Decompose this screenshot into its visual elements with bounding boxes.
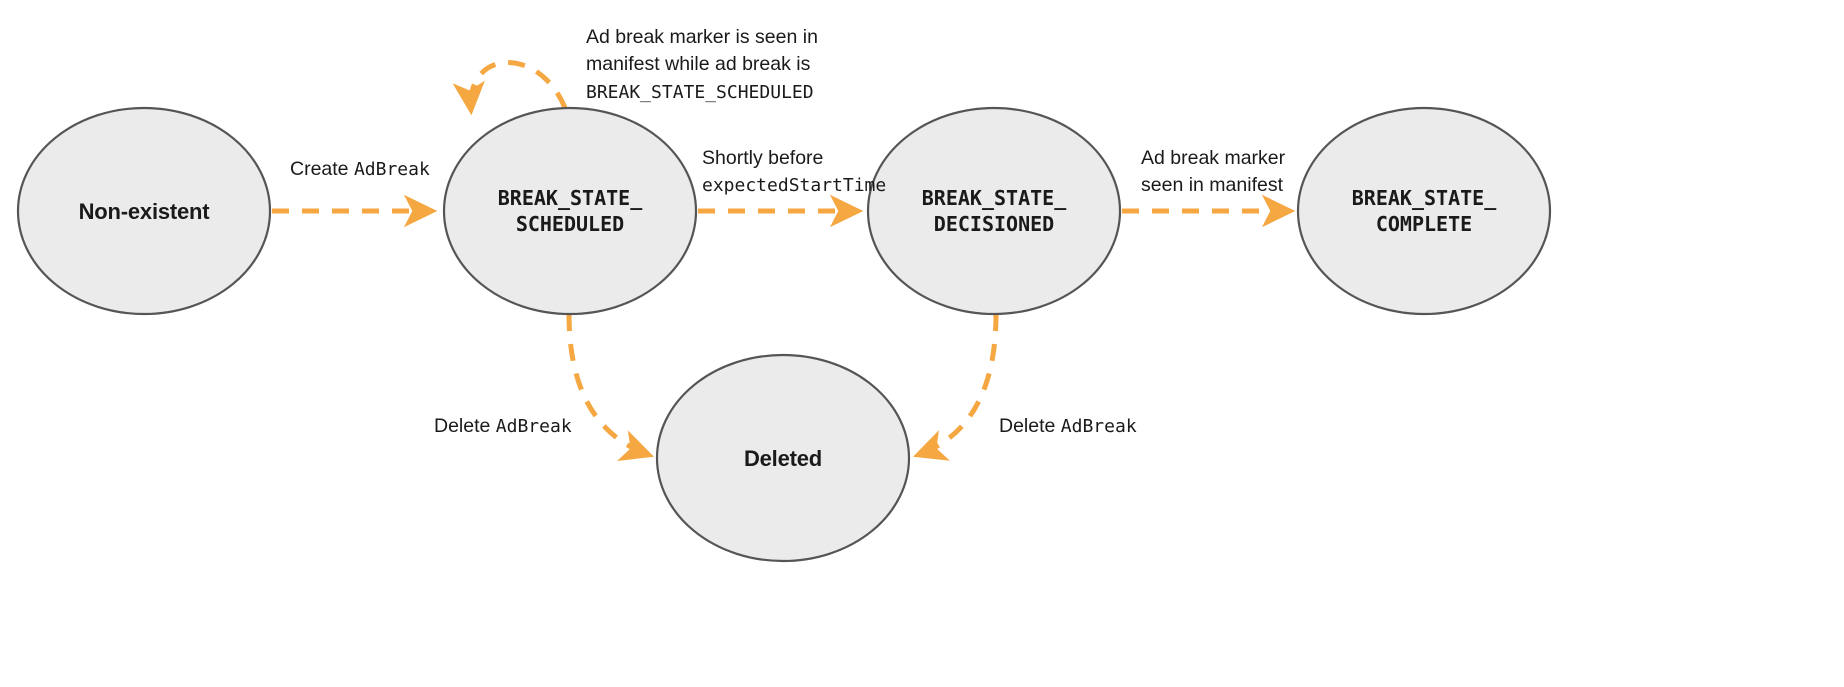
node-non-existent[interactable] — [16, 106, 272, 316]
node-deleted[interactable] — [655, 353, 911, 563]
edge-delete-from-scheduled — [566, 313, 655, 461]
node-break-state-complete[interactable] — [1296, 106, 1552, 316]
edges-group — [272, 60, 1296, 461]
edge-delete-from-decisioned — [913, 313, 999, 461]
node-break-state-scheduled[interactable] — [442, 106, 698, 316]
node-break-state-decisioned[interactable] — [866, 106, 1122, 316]
edge-self-loop-marker-seen — [452, 60, 568, 116]
nodes-group — [16, 106, 1552, 563]
